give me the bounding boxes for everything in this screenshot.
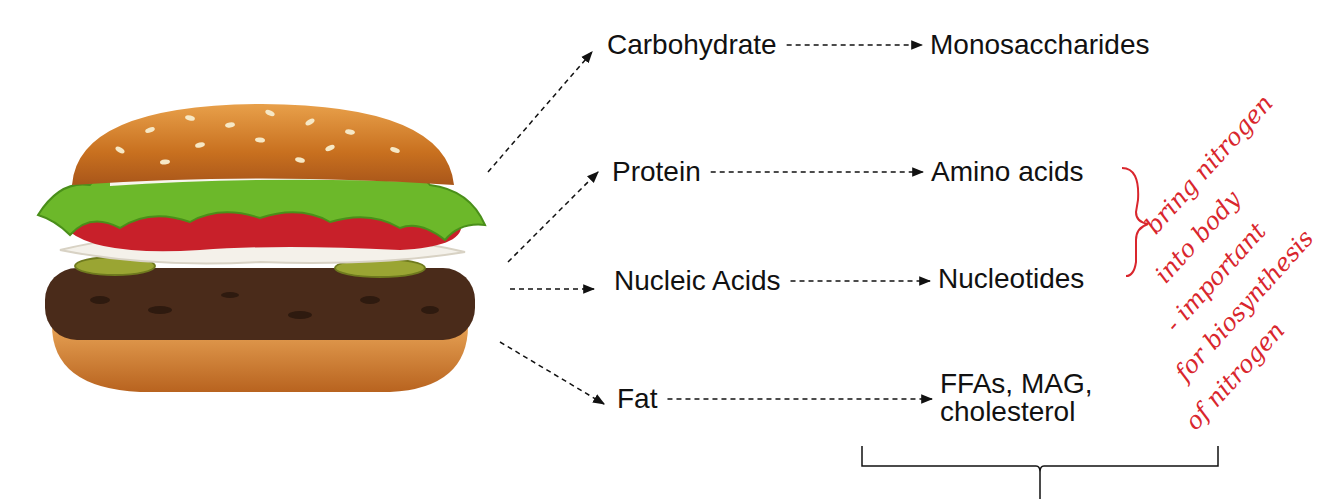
patty-texture (90, 292, 439, 319)
node-text: Amino acids (931, 158, 1084, 186)
node-text: Monosaccharides (930, 31, 1149, 59)
node-text: Protein (612, 158, 701, 186)
leader-arrow (500, 342, 604, 404)
term-node: Nucleotides (938, 263, 1084, 295)
dashed-arrow (711, 171, 923, 173)
leader-arrow (510, 288, 594, 290)
dashed-arrow (787, 44, 922, 46)
dashed-arrow (667, 398, 932, 400)
term-node: Monosaccharides (930, 29, 1149, 61)
patty (45, 268, 475, 340)
term-node: Nucleic Acids (614, 265, 781, 297)
node-text: Fat (617, 385, 657, 413)
leader-arrow (508, 172, 598, 262)
node-text: Nucleotides (938, 265, 1084, 293)
leader-arrow (488, 52, 592, 172)
node-text: Carbohydrate (607, 31, 777, 59)
term-node: Protein (612, 156, 701, 188)
leader-arrows (488, 52, 604, 404)
sesame-seeds (114, 109, 400, 165)
node-text: FFAs, MAG, cholesterol (940, 370, 1122, 426)
term-node: Carbohydrate (607, 29, 777, 61)
node-text: Nucleic Acids (614, 267, 781, 295)
group-bracket (862, 446, 1218, 499)
term-node: FFAs, MAG, cholesterol (940, 368, 1122, 428)
top-bun (72, 104, 454, 185)
dashed-arrow (791, 280, 930, 282)
term-node: Fat (617, 383, 657, 415)
term-node: Amino acids (931, 156, 1084, 188)
